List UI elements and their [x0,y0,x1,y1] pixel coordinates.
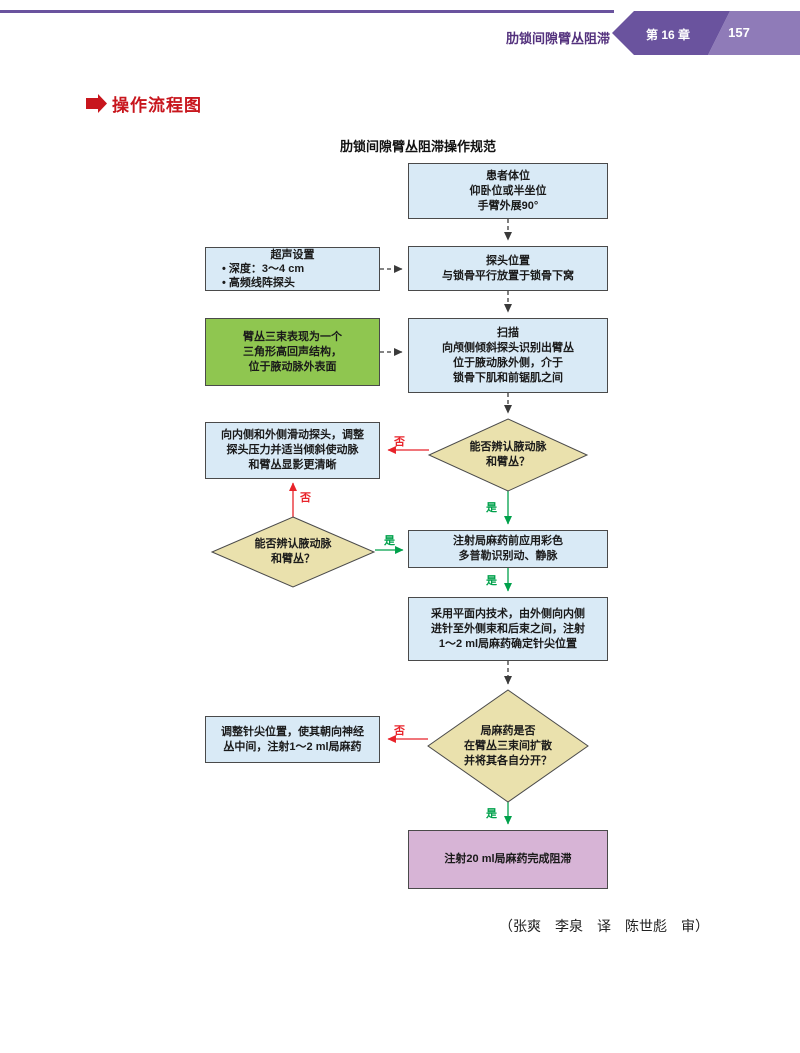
yes-label: 是 [384,535,395,547]
translators-line: （张爽 李泉 译 陈世彪 审） [499,919,709,935]
decision-text-line: 在臂丛三束间扩散 [464,739,552,752]
box-text-line: 手臂外展90° [477,199,539,212]
box-text-line: 丛中间，注射1～2 ml局麻药 [223,740,362,753]
header-rule [0,10,614,13]
decision-text-line: 和臂丛？ [486,456,530,468]
box-text-line: 向颅侧倾斜探头识别出臂丛 [442,341,574,354]
section-marker-icon [86,94,107,113]
box-text-line: 注射20 ml局麻药完成阻滞 [444,853,572,865]
adjust-needle-box: 调整针尖位置，使其朝向神经 丛中间，注射1～2 ml局麻药 [205,716,380,763]
chapter-banner-dark-shape [612,11,730,55]
box-text-line: 仰卧位或半坐位 [469,184,547,197]
decision-text-line: 能否辨认腋动脉 [469,441,547,453]
no-label: 否 [394,725,405,737]
decision2-shape [210,516,376,588]
doppler-box: 注射局麻药前应用彩色 多普勒识别动、静脉 [408,530,608,568]
box-text-line: 与锁骨平行放置于锁骨下窝 [442,269,574,282]
scan-box: 扫描 向颅侧倾斜探头识别出臂丛 位于腋动脉外侧，介于 锁骨下肌和前锯肌之间 [408,318,608,393]
decision-text-line: 并将其各自分开？ [464,754,552,767]
box-text-line: 三角形高回声结构， [243,345,342,358]
decision-text-line: 和臂丛？ [271,553,315,565]
yes-label: 是 [486,575,497,587]
decision1-shape [427,418,589,492]
box-text-line: 多普勒识别动、静脉 [458,550,558,562]
box-text-line: 进针至外侧束和后束之间，注射 [431,622,585,635]
plexus-note-box: 臂丛三束表现为一个 三角形高回声结构， 位于腋动脉外表面 [205,318,380,386]
no-label: 否 [394,436,405,448]
box-text-line: • 高频线阵探头 [222,277,295,289]
running-title: 肋锁间隙臂丛阻滞 [505,31,610,46]
box-text-line: 调整针尖位置，使其朝向神经 [221,725,364,738]
box-text-line: 位于腋动脉外表面 [248,360,337,373]
chapter-label: 第 16 章 [645,28,691,42]
ultrasound-settings-box: 超声设置 • 深度：3～4 cm • 高频线阵探头 [205,247,380,291]
box-text-line: 位于腋动脉外侧，介于 [453,356,563,369]
page-number: 157 [728,25,750,40]
box-text-line: 向内侧和外侧滑动探头，调整 [221,429,364,441]
box-text-line: 探头位置 [486,254,530,267]
in-plane-technique-box: 采用平面内技术，由外侧向内侧 进针至外侧束和后束之间，注射 1～2 ml局麻药确… [408,597,608,661]
box-text-line: 采用平面内技术，由外侧向内侧 [431,607,585,620]
chapter-banner [612,11,800,55]
box-text-line: 注射局麻药前应用彩色 [453,535,563,547]
box-text-line: 患者体位 [486,169,530,182]
no-label: 否 [300,492,311,504]
decision3-diamond: 局麻药是否 在臂丛三束间扩散 并将其各自分开？ [428,690,588,802]
yes-label: 是 [486,502,497,514]
box-text-line: • 深度：3～4 cm [222,263,305,275]
decision1-diamond: 能否辨认腋动脉 和臂丛？ [429,419,587,491]
decision-text-line: 局麻药是否 [480,724,536,737]
decision3-shape [427,689,589,803]
decision-text-line: 能否辨认腋动脉 [254,538,332,550]
box-text-line: 1～2 ml局麻药确定针尖位置 [438,637,578,650]
box-text-line: 扫描 [497,326,519,339]
patient-position-box: 患者体位 仰卧位或半坐位 手臂外展90° [408,163,608,219]
box-text-line: 臂丛三束表现为一个 [243,330,342,343]
chapter-banner-light-shape [708,11,800,55]
flowchart-title: 肋锁间隙臂丛阻滞操作规范 [339,139,496,154]
probe-position-box: 探头位置 与锁骨平行放置于锁骨下窝 [408,246,608,291]
box-text-line: 锁骨下肌和前锯肌之间 [453,371,563,384]
box-text-line: 超声设置 [270,249,315,261]
decision2-diamond: 能否辨认腋动脉 和臂丛？ [212,517,374,587]
box-text-line: 探头压力并适当倾斜使动脉 [226,444,359,456]
adjust-probe-box: 向内侧和外侧滑动探头，调整 探头压力并适当倾斜使动脉 和臂丛显影更清晰 [205,422,380,479]
yes-label: 是 [486,808,497,820]
box-text-line: 和臂丛显影更清晰 [248,459,337,471]
complete-block-box: 注射20 ml局麻药完成阻滞 [408,830,608,889]
section-title: 操作流程图 [112,96,202,115]
